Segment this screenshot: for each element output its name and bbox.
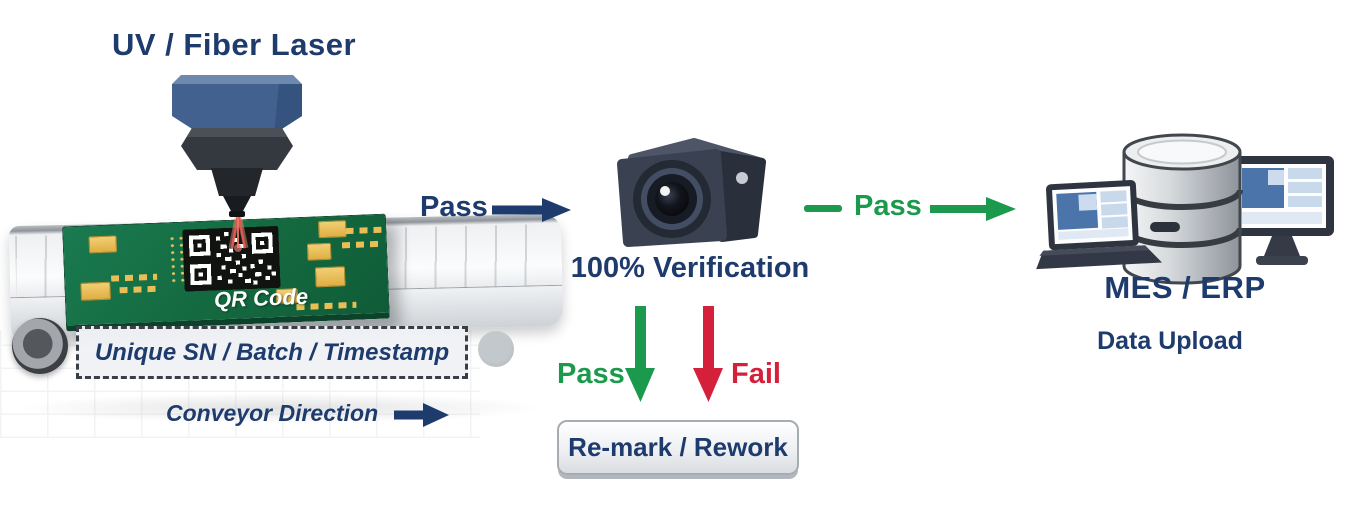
qr-code-icon [182, 225, 281, 292]
conveyor-shadow [15, 393, 545, 423]
verification-label: 100% Verification [570, 252, 810, 284]
pcb-pad [80, 281, 111, 301]
laptop-icon [1036, 180, 1163, 270]
fail-down-arrow-icon [693, 306, 723, 402]
edge-pass-to-mes-label: Pass [854, 190, 922, 222]
qr-code-label: QR Code [213, 283, 309, 313]
pass-to-mes-dash [804, 205, 842, 212]
edge-pass-to-camera-label: Pass [420, 191, 488, 223]
pcb-footprint-row [119, 285, 158, 294]
inspection-camera-icon [617, 138, 766, 247]
conveyor-roller-icon [12, 318, 68, 374]
database-computers-icon [1036, 133, 1334, 285]
pcb-footprint-row [345, 226, 382, 235]
data-upload-label: Data Upload [1097, 327, 1243, 355]
conveyor-end-cap-icon [478, 331, 514, 367]
conveyor-direction-label: Conveyor Direction [166, 400, 379, 426]
pass-to-camera-arrow-icon [492, 198, 571, 222]
verification-pass-label: Pass [557, 358, 625, 390]
conveyor-direction-arrow-icon [394, 403, 449, 427]
mes-erp-label: MES / ERP [1104, 270, 1266, 305]
verification-fail-label: Fail [731, 358, 781, 390]
pcb-qr-code-icon: QR Code [62, 213, 390, 332]
pcb-footprint-row [111, 273, 158, 282]
pcb-pad [318, 220, 347, 239]
pass-down-arrow-icon [625, 306, 655, 402]
rework-box: Re-mark / Rework [557, 420, 799, 475]
pcb-pad [306, 242, 332, 261]
pcb-footprint-row [341, 240, 383, 249]
monitor-icon [1230, 156, 1334, 265]
laser-station-title: UV / Fiber Laser [112, 27, 357, 62]
pass-to-mes-arrow-icon [930, 197, 1016, 221]
traceability-tag: Unique SN / Batch / Timestamp [76, 326, 468, 379]
pcb-pad [88, 235, 118, 254]
laser-marking-head-icon [172, 75, 302, 217]
